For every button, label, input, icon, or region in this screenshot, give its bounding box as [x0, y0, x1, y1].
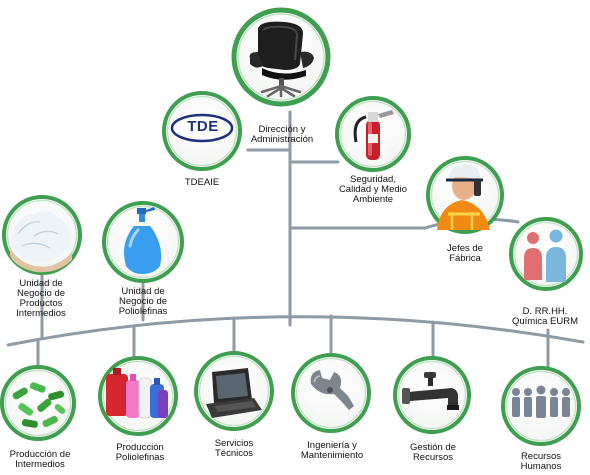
label-line: Administración [250, 134, 314, 145]
label-line: Negocio de [118, 296, 168, 307]
label-gestion: Gestión de Recursos [396, 443, 470, 463]
ring-tdeaie-highlight [166, 95, 238, 167]
green-pellets-icon [12, 382, 66, 428]
label-jefes: Jefes de Fábrica [435, 244, 495, 264]
label-line: Poliolefinas [118, 306, 168, 317]
label-servicios: Servicios Técnicos [196, 439, 272, 459]
worker-helmet-icon [437, 164, 490, 230]
ring-rrhh-highlight [505, 370, 577, 442]
label-line: TDEAIE [184, 177, 220, 188]
label-line: Seguridad, [350, 174, 396, 185]
label-line: Ambiente [352, 194, 394, 205]
label-eurm: D. RR.HH. Química EURM [505, 307, 585, 327]
label-unidad-poliolefinas: Unidad de Negocio de Poliolefinas [100, 287, 186, 317]
ring-prod-poliolefinas-highlight [102, 360, 174, 432]
ring-eurm-highlight [513, 221, 579, 287]
label-line: Negocio de [16, 288, 66, 299]
label-rrhh: Recursos Humanos [503, 452, 579, 472]
connector-lines [6, 110, 585, 374]
ring-gestion-highlight [397, 360, 467, 430]
ring-unidad-poliolefinas-highlight [106, 205, 180, 279]
label-line: Ingeniería y [307, 440, 357, 451]
fire-extinguisher-icon [353, 110, 394, 160]
label-line: Recursos [520, 451, 562, 462]
label-seguridad: Seguridad, Calidad y Medio Ambiente [328, 175, 418, 205]
label-line: D. RR.HH. [522, 306, 568, 317]
label-line: Unidad de [121, 286, 165, 297]
tde-logo-text: TDE [187, 118, 219, 135]
label-line: Técnicos [214, 448, 253, 459]
salt-pile-icon [10, 211, 72, 273]
plastic-containers-icon [106, 368, 168, 419]
plastic-bottle-icon [124, 207, 162, 274]
label-line: Intermedios [15, 459, 65, 470]
label-line: Humanos [520, 461, 562, 472]
tde-logo-icon [170, 113, 234, 143]
label-line: Química EURM [512, 316, 578, 327]
label-prod-intermedios: Producción de Intermedios [0, 450, 80, 470]
people-silhouettes-icon [512, 385, 570, 418]
label-tdeaie: TDEAIE [170, 178, 234, 188]
label-line: Productos [19, 298, 63, 309]
label-line: Intermedios [16, 308, 66, 319]
ring-prod-intermedios-highlight [4, 369, 72, 437]
label-line: Servicios [214, 438, 254, 449]
label-line: Dirección y [258, 124, 306, 135]
label-line: Unidad de [19, 278, 63, 289]
connector-main-bar [6, 315, 585, 347]
label-line: Mantenimiento [300, 450, 364, 461]
label-line: Fábrica [449, 253, 481, 264]
ring-prod-intermedios [0, 365, 76, 441]
ring-seguridad-highlight [339, 100, 407, 168]
water-tap-icon [402, 372, 459, 410]
label-unidad-intermedios: Unidad de Negocio de Productos Intermedi… [0, 279, 82, 319]
wrench-icon [310, 370, 354, 410]
ring-servicios-highlight [198, 355, 270, 427]
label-ingenieria: Ingeniería y Mantenimiento [290, 441, 374, 461]
label-line: Gestión de [410, 442, 456, 453]
label-line: Jefes de [447, 243, 483, 254]
laptop-icon [206, 368, 262, 418]
ring-direccion-highlight [237, 13, 325, 101]
label-line: Recursos [412, 452, 454, 463]
label-line: Producción [116, 442, 164, 453]
label-direccion: Dirección y Administración [237, 125, 327, 145]
label-line: Poliolefinas [115, 452, 165, 463]
label-prod-poliolefinas: Producción Poliolefinas [100, 443, 180, 463]
ring-ingenieria-highlight [295, 357, 367, 429]
people-group-icon [524, 229, 566, 282]
label-line: Calidad y Medio [338, 184, 408, 195]
label-line: Producción de [9, 449, 71, 460]
office-chair-icon [249, 21, 314, 98]
